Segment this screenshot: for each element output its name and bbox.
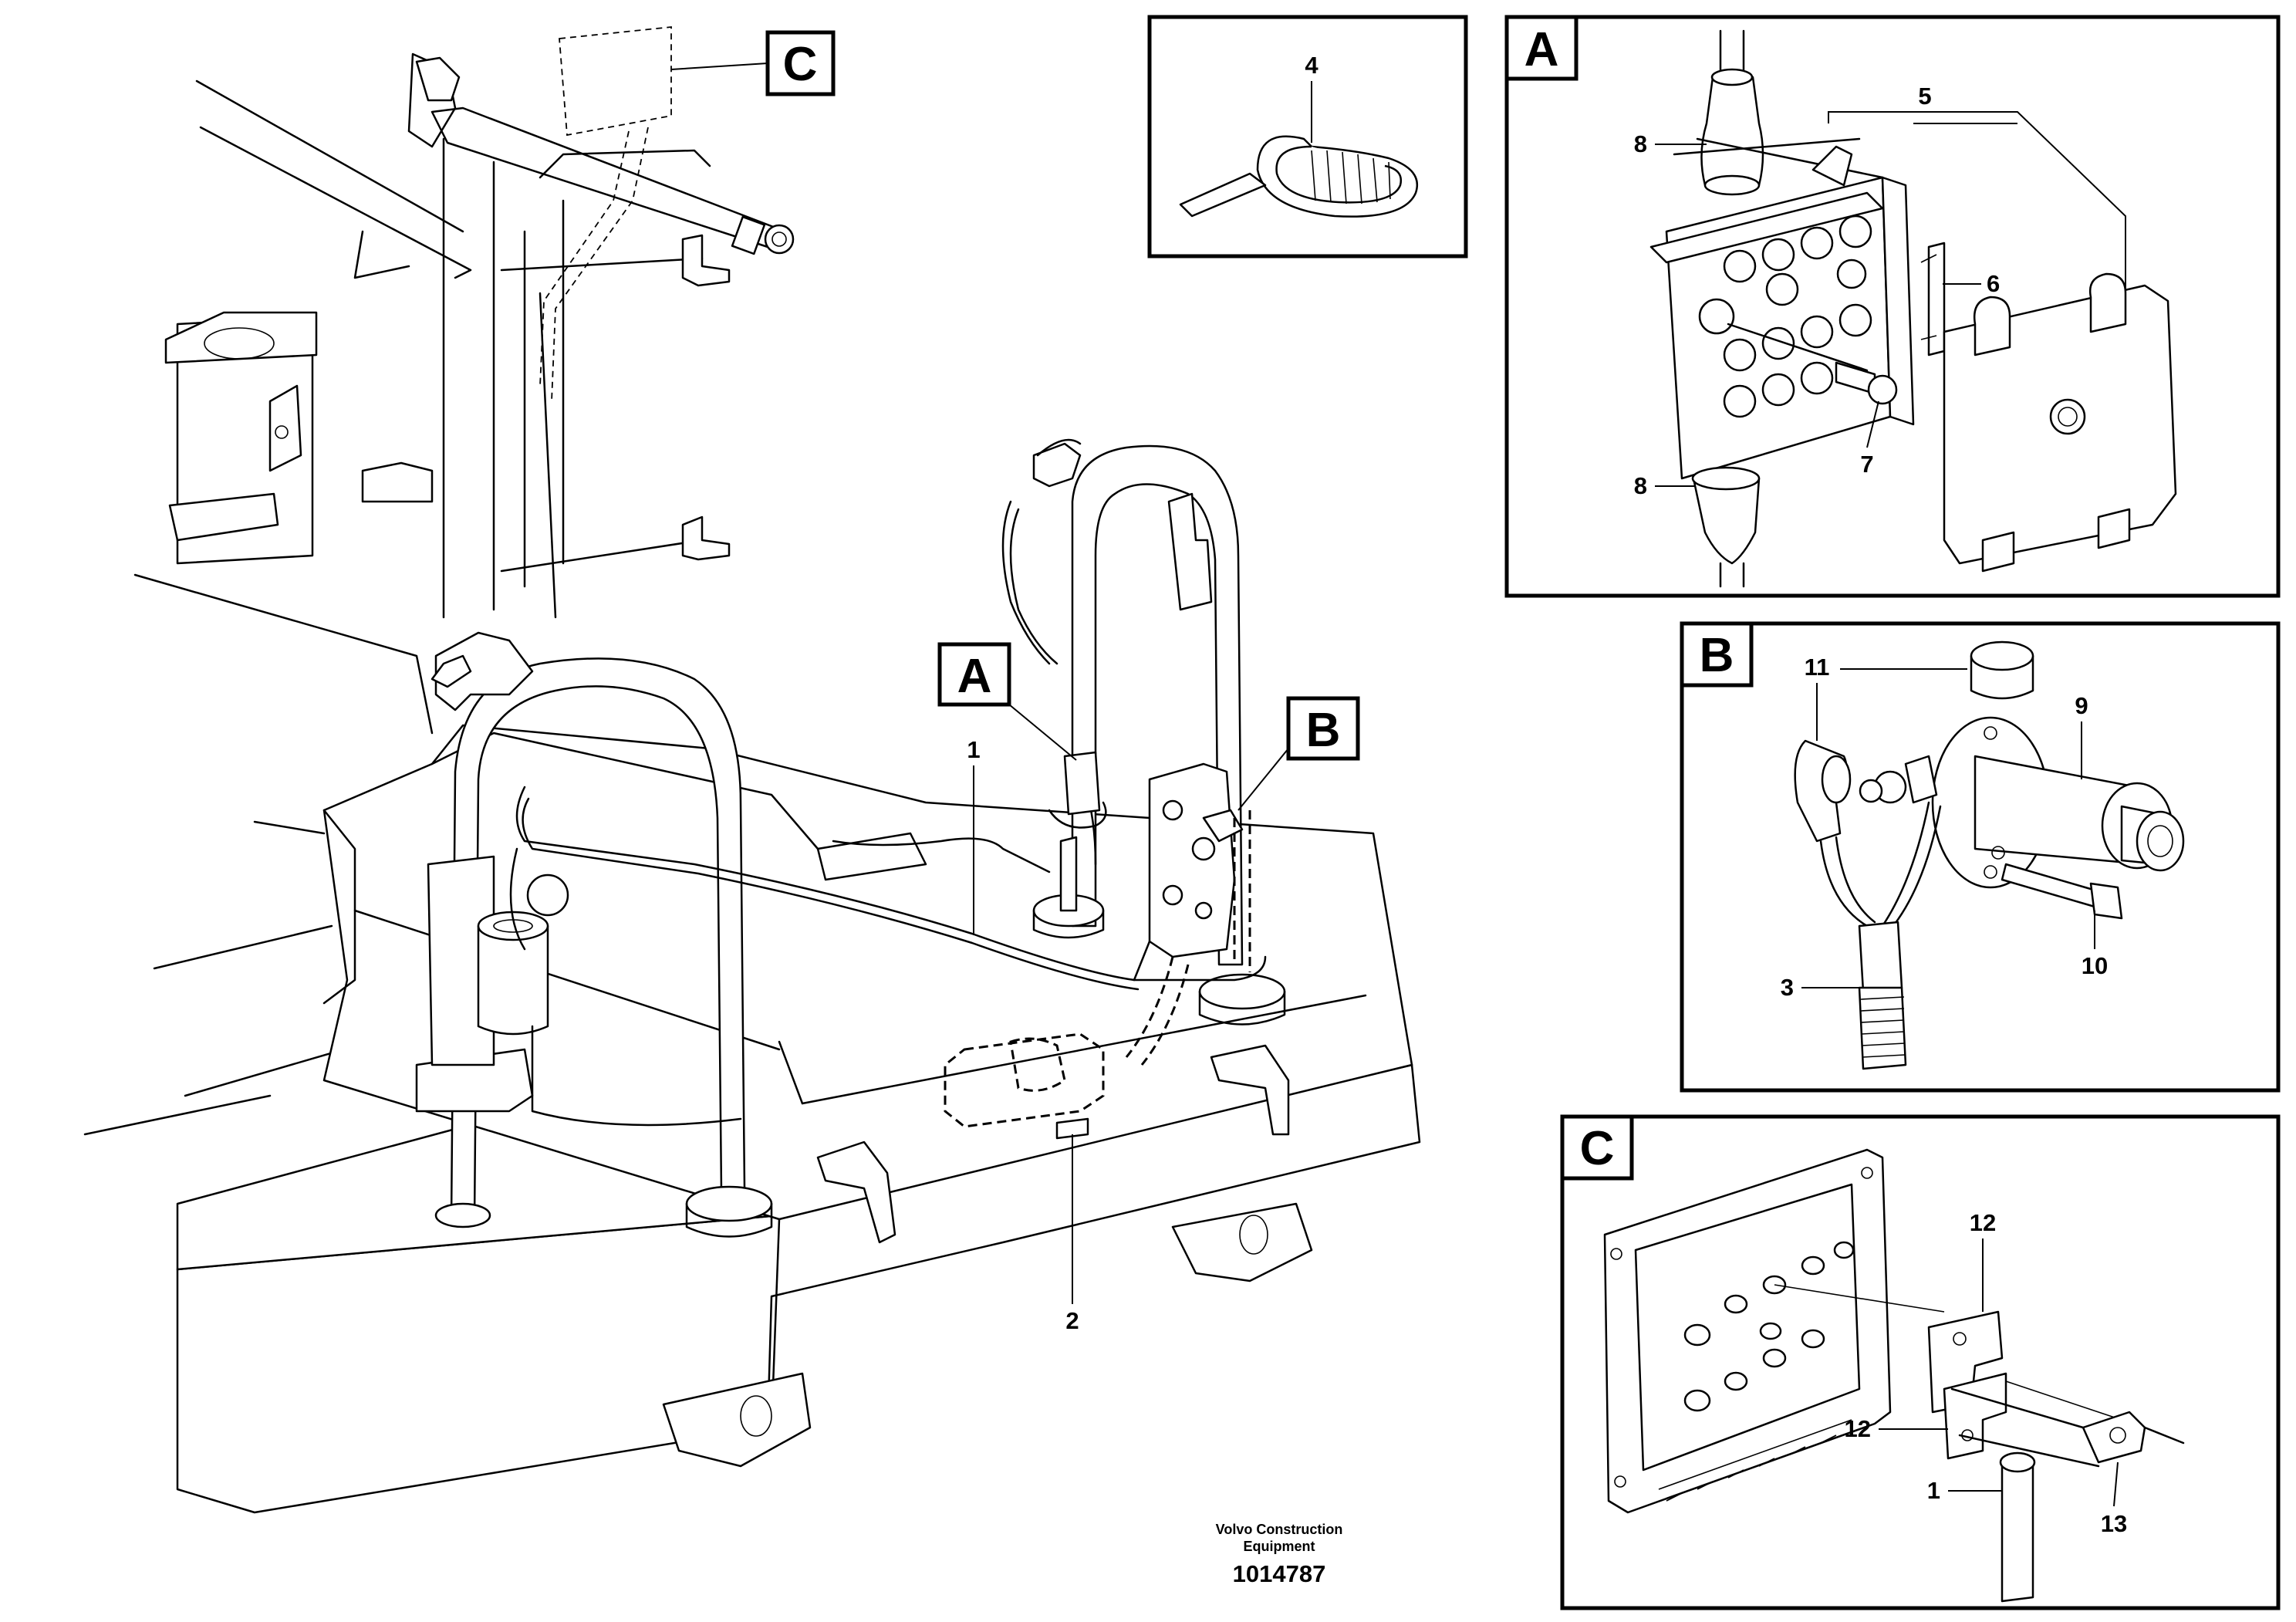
detail-cable-tie: 4	[1147, 15, 1468, 259]
callout-label-8-top: 8	[1634, 130, 1647, 157]
drawing-number: 1014787	[1233, 1560, 1326, 1587]
detail-c-marker-label: C	[783, 38, 818, 91]
callout-label-4: 4	[1305, 52, 1319, 79]
callout-label-12-top: 12	[1970, 1209, 1996, 1236]
detail-a-marker-label: A	[957, 650, 992, 703]
detail-c-marker[interactable]: C	[670, 30, 836, 96]
callout-label-13: 13	[2101, 1510, 2127, 1537]
callout-label-2: 2	[1065, 1307, 1079, 1334]
callout-fuse-holder: 2	[1065, 1134, 1079, 1334]
footer: Volvo Construction Equipment 1014787	[1216, 1522, 1343, 1587]
callout-label-9: 9	[2075, 692, 2088, 719]
detail-b-marker[interactable]: B	[1237, 696, 1360, 811]
callout-label-3: 3	[1781, 974, 1794, 1001]
detail-b-panel: B 11 9	[1680, 621, 2281, 1093]
detail-c-panel: C	[1560, 1114, 2281, 1610]
callout-label-10: 10	[2082, 952, 2108, 979]
company-line-1: Volvo Construction	[1216, 1522, 1343, 1537]
detail-c-title: C	[1580, 1122, 1615, 1175]
callout-label-7: 7	[1860, 451, 1873, 478]
detail-b-title: B	[1700, 629, 1734, 682]
callout-label-1: 1	[967, 736, 980, 763]
callout-label-12-bottom: 12	[1845, 1415, 1871, 1442]
callout-label-11: 11	[1805, 654, 1830, 681]
detail-a-marker[interactable]: A	[937, 642, 1077, 761]
callout-label-8-bottom: 8	[1634, 472, 1647, 499]
callout-wiring-harness: 1	[967, 736, 981, 935]
detail-a-panel: A	[1504, 15, 2281, 598]
callout-label-1-detail: 1	[1927, 1477, 1940, 1504]
callout-label-5: 5	[1918, 83, 1931, 110]
callout-label-6: 6	[1987, 270, 2000, 297]
company-line-2: Equipment	[1244, 1539, 1315, 1554]
detail-b-marker-label: B	[1306, 704, 1341, 757]
main-assembly-illustration	[83, 26, 1421, 1514]
detail-a-title: A	[1524, 23, 1559, 76]
